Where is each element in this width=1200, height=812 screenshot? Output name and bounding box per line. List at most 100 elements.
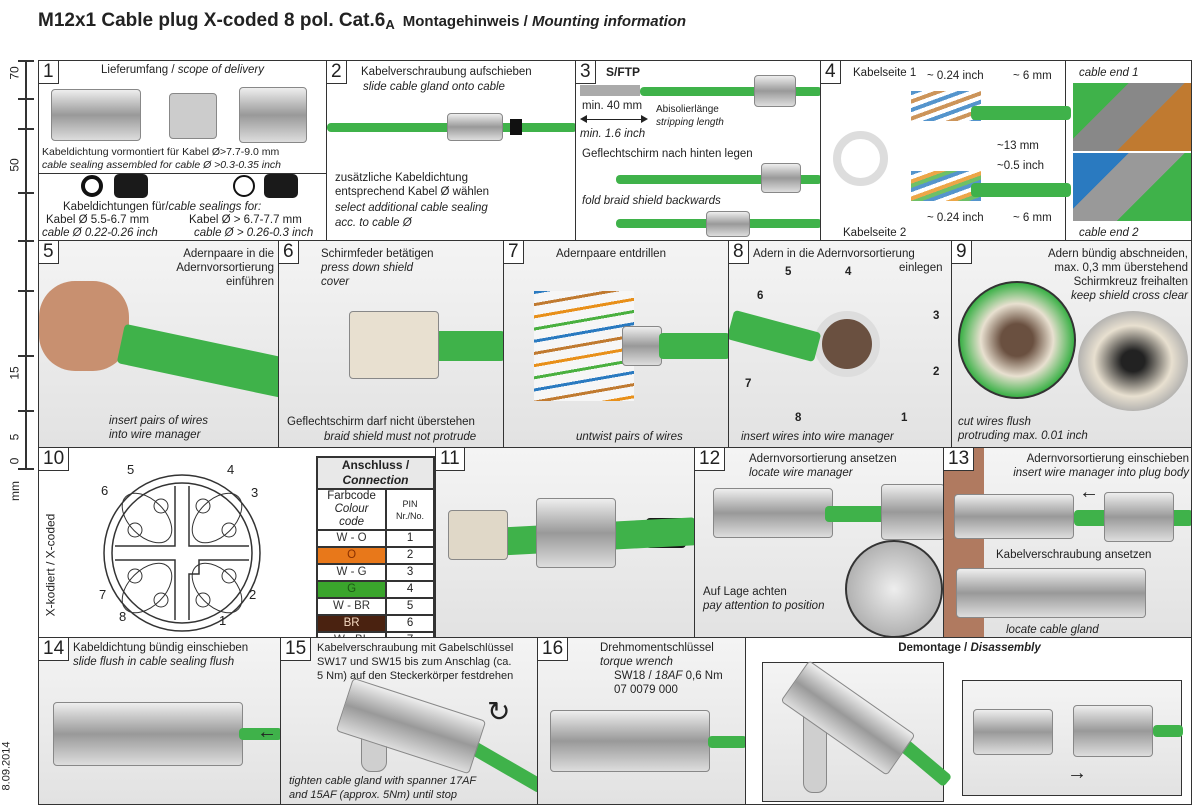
label: Adernpaare in die: [183, 248, 274, 260]
cable-image: [429, 331, 503, 361]
title-sep: /: [523, 13, 528, 30]
pin-label: 1: [901, 412, 908, 424]
pin-number-cell: 5: [385, 597, 435, 616]
step-number: 6: [279, 241, 299, 264]
sealing-ring-thick: [81, 175, 103, 197]
step-number: 7: [504, 241, 524, 264]
ruler-tick: [18, 355, 34, 357]
cable-image: [659, 333, 728, 359]
cable-gland-image: [761, 163, 801, 193]
pin-label: 5: [785, 266, 792, 278]
ruler-label: 15: [7, 366, 22, 380]
label: Adern bündig abschneiden,: [1047, 248, 1188, 260]
pin-label: 2: [933, 366, 940, 378]
cable-image: [825, 506, 885, 522]
wire-pairs-image: [911, 171, 981, 201]
ruler-tick: [18, 60, 34, 62]
h: PIN: [402, 498, 418, 509]
assembled-plug-image: [335, 677, 487, 775]
label: Kabelseite 1: [853, 67, 917, 79]
ruler-tick: [18, 290, 34, 292]
h: Farbcode: [327, 490, 376, 502]
step-16-panel: 16 Drehmomentschlüssel torque wrench SW1…: [537, 637, 746, 805]
label: entsprechend Kabel Ø wählen: [335, 186, 490, 198]
step-number: 12: [695, 448, 726, 471]
pin-label: 6: [101, 483, 109, 498]
label: protruding max. 0.01 inch: [958, 430, 1088, 442]
label: Kabeldichtung vormontiert für Kabel Ø>7.…: [42, 146, 280, 158]
cable-gland-image: [754, 75, 796, 107]
label: insert wire manager into plug body: [1013, 467, 1189, 479]
cable-image: [616, 175, 820, 184]
label: zusätzliche Kabeldichtung: [335, 172, 468, 184]
ruler-tick: [18, 240, 34, 242]
label: cable end 2: [1079, 227, 1139, 239]
step-number: 1: [39, 61, 59, 84]
label: ~0.5 inch: [997, 160, 1044, 172]
label: SW17 und SW15 bis zum Anschlag (ca.: [317, 656, 512, 668]
pin-label: 7: [745, 378, 752, 390]
label: ~ 6 mm: [1013, 70, 1052, 82]
label: Auf Lage achten: [703, 586, 787, 598]
pin-label: 5: [127, 462, 135, 477]
cable-gland-image: [706, 211, 750, 237]
date: 8.09.2014: [0, 741, 13, 791]
label: min. 40 mm: [582, 100, 643, 112]
label: Kabelverschraubung aufschieben: [361, 66, 532, 78]
arrow-left-icon: ←: [1079, 481, 1099, 503]
detail-circle-image: [958, 281, 1076, 399]
label: Kabeldichtungen für/: [63, 201, 169, 213]
wire-manager-image: [169, 93, 217, 139]
label: min. 1.6 inch: [580, 128, 646, 140]
step-2-panel: 2 Kabelverschraubung aufschieben slide c…: [326, 60, 576, 241]
pin-number-cell: 6: [385, 614, 435, 633]
label: Geflechtschirm darf nicht überstehen: [287, 416, 475, 428]
label: ~13 mm: [997, 140, 1039, 152]
plug-body-image: [713, 488, 833, 538]
label: cable Ø > 0.26-0.3 inch: [194, 227, 314, 239]
assembled-plug-image: [550, 710, 710, 772]
ruler-label: 50: [7, 158, 22, 172]
pin-label: 7: [99, 587, 107, 602]
sealing-image: [510, 119, 522, 135]
label: cable sealing assembled for cable Ø >0.3…: [42, 159, 282, 171]
label: Adernvorsortierung einschieben: [1026, 453, 1189, 465]
label: tighten cable gland with spanner 17AF: [289, 775, 477, 787]
pin-label: 6: [757, 290, 764, 302]
label: keep shield cross clear: [1071, 290, 1188, 302]
disassembly-panel: Demontage / Disassembly →: [745, 637, 1192, 805]
label: Schirmkreuz freihalten: [1073, 276, 1188, 288]
step-number: 15: [281, 638, 312, 661]
h: Colour code: [334, 503, 369, 528]
cable-type: S/FTP: [606, 65, 641, 79]
assembled-plug-image: [53, 702, 243, 766]
hand-image: [39, 281, 129, 371]
step-14-panel: 14 Kabeldichtung bündig einschieben slid…: [38, 637, 281, 805]
label: select additional cable sealing: [335, 202, 488, 214]
cable-image: [640, 87, 820, 96]
step-number: 9: [952, 241, 972, 264]
label: Demontage /: [898, 642, 968, 654]
colour-code-cell: G: [315, 580, 388, 599]
sealing-sleeve: [114, 174, 148, 198]
step-12-panel: 12 Adernvorsortierung ansetzen locate wi…: [694, 447, 944, 638]
rotate-arrow-icon: ↻: [487, 696, 511, 727]
label: acc. to cable Ø: [335, 217, 412, 229]
label: 18AF: [654, 670, 683, 682]
plug-body-image: [51, 89, 141, 141]
step-8-panel: 8 Adern in die Adernvorsortierung einleg…: [728, 240, 952, 448]
step-5-panel: 5 Adernpaare in die Adernvorsortierung e…: [38, 240, 279, 448]
label: cable Ø 0.22-0.26 inch: [42, 227, 158, 239]
pin-label: 8: [119, 609, 127, 624]
step-number: 10: [39, 448, 70, 471]
label: Adernpaare entdrillen: [556, 248, 666, 260]
ruler-label: 70: [7, 66, 22, 80]
label: ~ 6 mm: [1013, 212, 1052, 224]
dimension-arrow: [580, 115, 648, 123]
label: Kabelverschraubung ansetzen: [996, 549, 1152, 561]
